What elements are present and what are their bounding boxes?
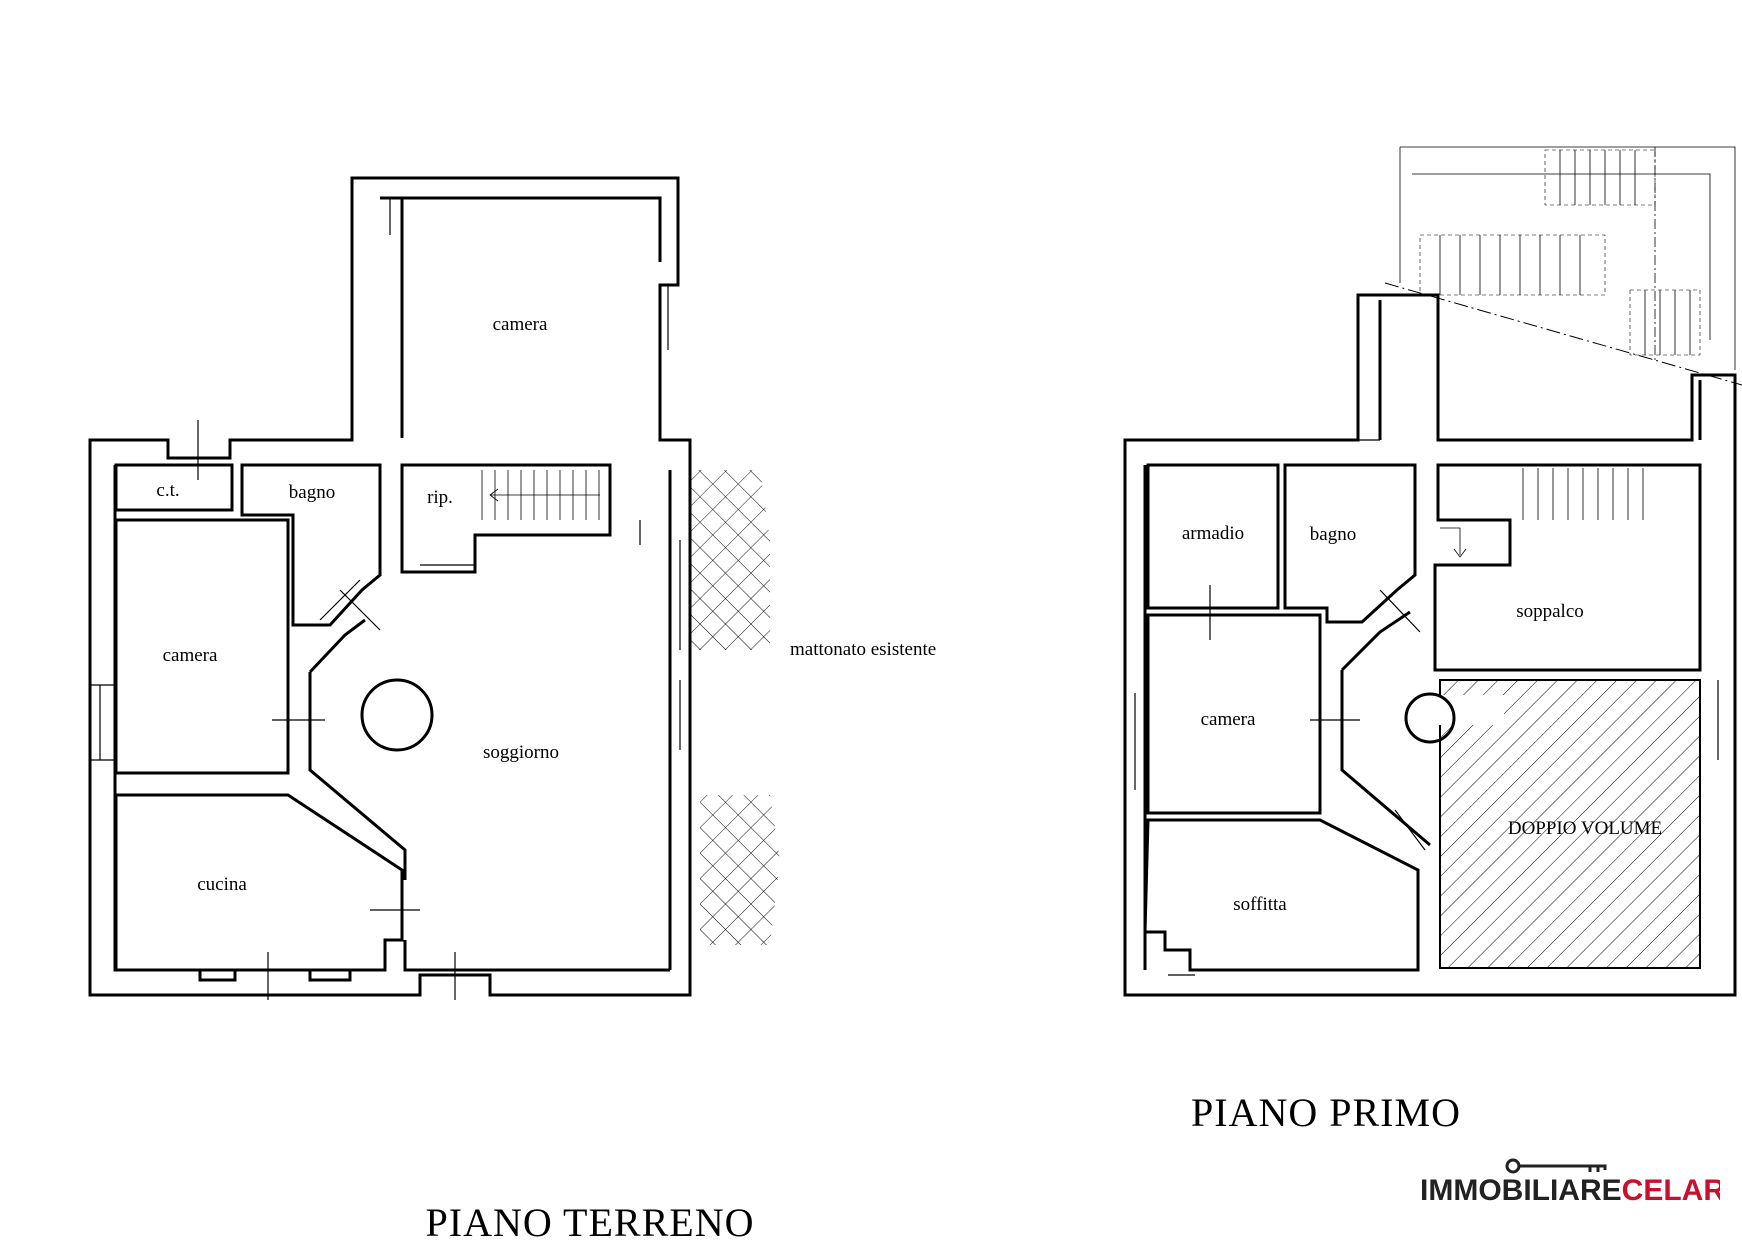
- column: [360, 678, 434, 752]
- hall-diag-bottom: [1340, 670, 1431, 847]
- bagno-first-room: [1283, 463, 1417, 624]
- label-camera-left: camera: [163, 645, 218, 666]
- bagno-room: [240, 463, 382, 627]
- ground-floor-plan: camera c.t. bagno rip. camera soggiorno …: [88, 176, 936, 1240]
- label-mattonato: mattonato esistente: [790, 639, 936, 660]
- soggiorno-diag-top: [308, 618, 366, 674]
- label-soggiorno: soggiorno: [483, 742, 559, 763]
- soppalco-room: [1433, 463, 1702, 672]
- cucina-room: [114, 793, 404, 972]
- label-bagno-first: bagno: [1310, 524, 1356, 545]
- mattonato-area-bottom: [700, 795, 780, 945]
- roof-tiles: [1419, 147, 1701, 360]
- label-armadio: armadio: [1182, 523, 1244, 544]
- armadio-room: [1146, 463, 1280, 610]
- svg-text:IMMOBILIARECELARDO®: IMMOBILIARECELARDO®: [1420, 1174, 1720, 1207]
- rip-room: [400, 463, 612, 574]
- logo-text-celardo: CELARDO: [1622, 1174, 1720, 1207]
- label-ct: c.t.: [156, 480, 179, 501]
- camera-left-room: [114, 518, 290, 775]
- ground-outer-wall-inner: [380, 196, 662, 438]
- label-camera-top: camera: [493, 314, 548, 335]
- label-bagno: bagno: [289, 482, 335, 503]
- mattonato-area-top: [690, 470, 770, 650]
- logo-text-immobiliare: IMMOBILIARE: [1420, 1174, 1622, 1207]
- title-piano-primo: PIANO PRIMO: [1191, 1090, 1461, 1135]
- company-logo: IMMOBILIARECELARDO®: [1420, 1158, 1720, 1207]
- ct-room: [114, 463, 234, 512]
- window-marks: [90, 198, 681, 1000]
- label-doppio-volume: DOPPIO VOLUME: [1508, 818, 1662, 839]
- title-piano-terreno: PIANO TERRENO: [426, 1200, 755, 1240]
- logo-key-icon: [1505, 1158, 1607, 1174]
- label-soffitta: soffitta: [1233, 894, 1287, 915]
- first-window-marks: [1134, 439, 1719, 976]
- hall-diag-top: [1340, 610, 1411, 672]
- doppio-volume-label-bg: [1394, 695, 1504, 725]
- label-soppalco: soppalco: [1516, 601, 1584, 622]
- soggiorno-diag-wall: [308, 672, 407, 880]
- label-rip: rip.: [427, 487, 453, 508]
- label-cucina: cucina: [197, 874, 247, 895]
- first-floor-plan: armadio bagno soppalco camera DOPPIO VOL…: [1123, 146, 1742, 1135]
- first-outer-wall: [1123, 293, 1737, 997]
- ground-inner-outline: [113, 465, 672, 982]
- ground-outer-wall: [88, 176, 692, 997]
- roof-area: [1384, 146, 1742, 386]
- camera-first-room: [1146, 613, 1322, 815]
- label-camera-first: camera: [1201, 709, 1256, 730]
- first-column: [1404, 692, 1456, 744]
- ground-stair: [481, 470, 600, 520]
- doppio-volume-area: [1439, 679, 1701, 969]
- first-stair: [1440, 468, 1644, 558]
- soffitta-room: [1143, 818, 1420, 972]
